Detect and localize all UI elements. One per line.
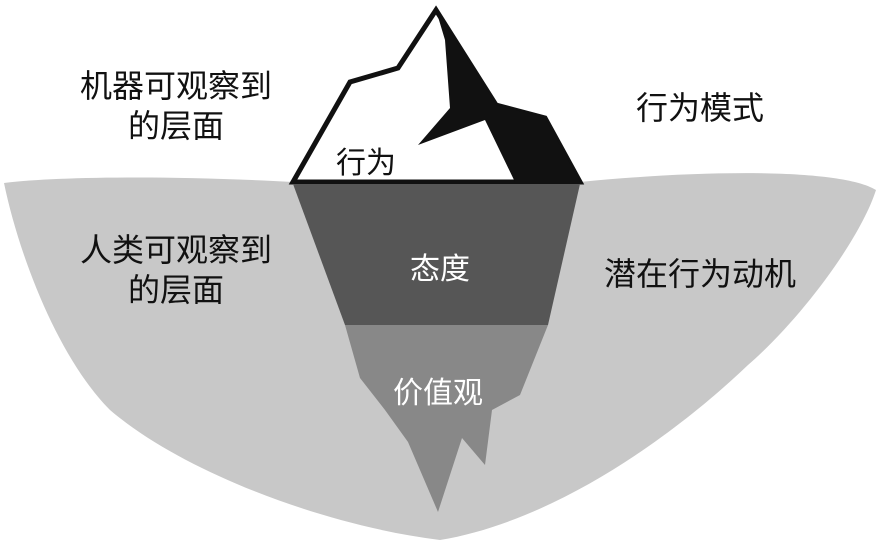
iceberg-tip-shadow	[418, 10, 580, 182]
label-human-observable: 人类可观察到 的层面	[66, 230, 286, 310]
layer-label-attitude: 态度	[410, 252, 470, 287]
label-latent-motivation: 潜在行为动机	[604, 255, 797, 293]
label-machine-observable: 机器可观察到 的层面	[66, 66, 286, 146]
label-human-line1: 人类可观察到	[79, 231, 272, 269]
label-machine-line2: 的层面	[127, 107, 224, 145]
iceberg-bottom-layer	[345, 325, 548, 512]
label-human-line2: 的层面	[127, 271, 224, 309]
label-behavior-pattern: 行为模式	[636, 89, 765, 127]
layer-label-behavior: 行为	[336, 146, 396, 181]
label-machine-line1: 机器可观察到	[79, 67, 272, 105]
iceberg-middle-layer	[293, 184, 580, 325]
layer-label-values: 价值观	[393, 376, 483, 411]
